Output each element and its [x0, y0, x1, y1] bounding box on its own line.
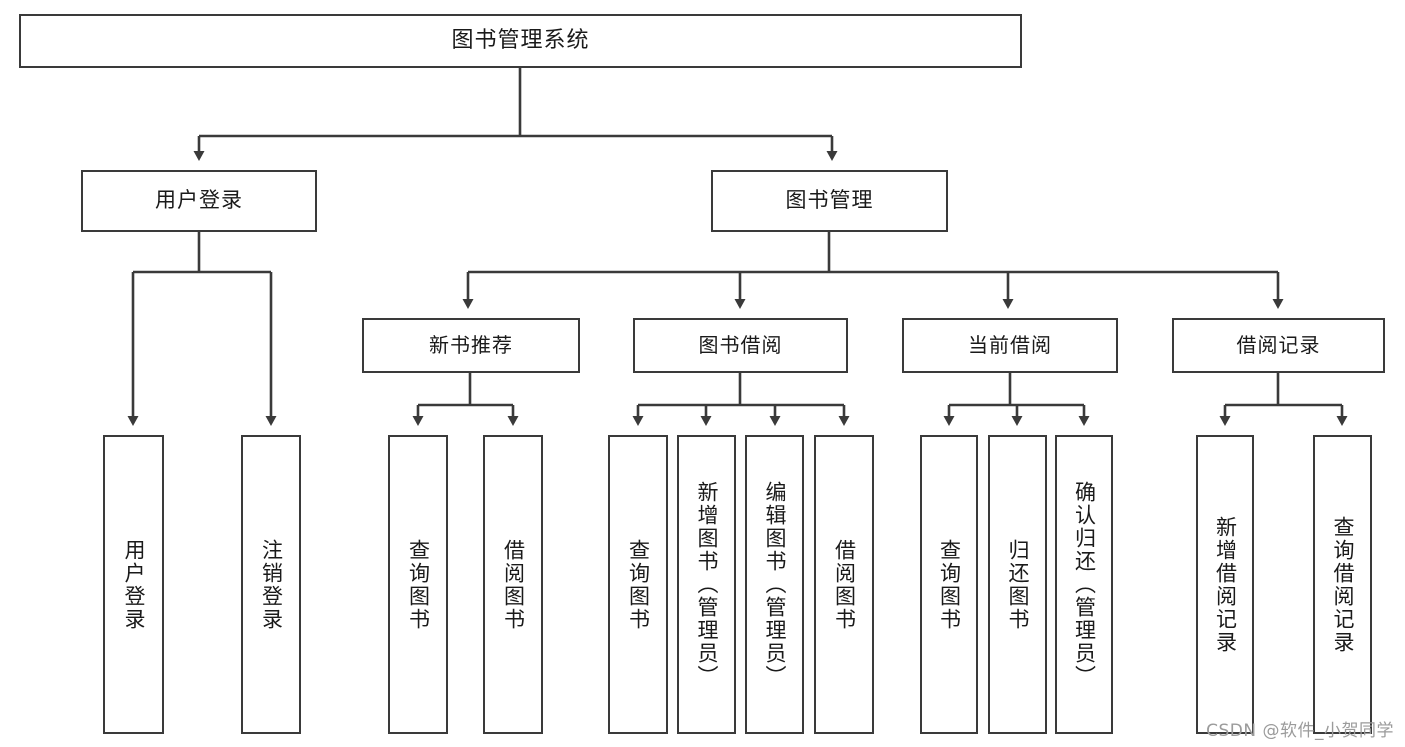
- node-leaf-query-books-borrow-label: 查询图书: [626, 538, 651, 631]
- node-leaf-query-books-current[interactable]: 查询图书: [920, 435, 978, 734]
- node-book-borrow[interactable]: 图书借阅: [633, 318, 848, 373]
- node-root[interactable]: 图书管理系统: [19, 14, 1022, 68]
- node-leaf-borrow-books-new-label: 借阅图书: [501, 538, 526, 631]
- node-leaf-query-books-new-label: 查询图书: [406, 538, 431, 631]
- node-leaf-query-borrow-record-label: 查询借阅记录: [1331, 515, 1355, 654]
- node-leaf-query-borrow-record[interactable]: 查询借阅记录: [1313, 435, 1372, 734]
- node-borrow-records[interactable]: 借阅记录: [1172, 318, 1385, 373]
- node-leaf-user-logout-label: 注销登录: [259, 538, 284, 631]
- node-leaf-add-borrow-record-label: 新增借阅记录: [1213, 515, 1238, 654]
- node-book-management[interactable]: 图书管理: [711, 170, 948, 232]
- node-leaf-borrow-books[interactable]: 借阅图书: [814, 435, 874, 734]
- node-new-book-recommend-label: 新书推荐: [429, 333, 513, 358]
- node-current-borrow[interactable]: 当前借阅: [902, 318, 1118, 373]
- node-root-label: 图书管理系统: [451, 27, 590, 53]
- node-leaf-query-books-borrow[interactable]: 查询图书: [608, 435, 668, 734]
- node-leaf-user-login[interactable]: 用户登录: [103, 435, 164, 734]
- node-current-borrow-label: 当前借阅: [968, 333, 1052, 358]
- node-leaf-add-borrow-record[interactable]: 新增借阅记录: [1196, 435, 1254, 734]
- node-leaf-return-books-label: 归还图书: [1006, 538, 1030, 631]
- node-leaf-confirm-return-admin[interactable]: 确认归还（管理员）: [1055, 435, 1113, 734]
- node-leaf-add-book-admin[interactable]: 新增图书（管理员）: [677, 435, 736, 734]
- node-book-borrow-label: 图书借阅: [698, 333, 783, 358]
- node-leaf-query-books-current-label: 查询图书: [937, 538, 962, 631]
- node-book-management-label: 图书管理: [785, 188, 874, 213]
- node-leaf-user-logout[interactable]: 注销登录: [241, 435, 301, 734]
- node-user-login-label: 用户登录: [155, 188, 243, 213]
- node-user-login[interactable]: 用户登录: [81, 170, 317, 232]
- node-leaf-confirm-return-admin-label: 确认归还（管理员）: [1072, 481, 1097, 688]
- node-leaf-borrow-books-label: 借阅图书: [832, 538, 857, 631]
- node-borrow-records-label: 借阅记录: [1236, 333, 1321, 358]
- node-leaf-user-login-label: 用户登录: [122, 538, 146, 631]
- node-leaf-add-book-admin-label: 新增图书（管理员）: [695, 481, 719, 688]
- node-leaf-return-books[interactable]: 归还图书: [988, 435, 1047, 734]
- node-leaf-query-books-new[interactable]: 查询图书: [388, 435, 448, 734]
- node-leaf-edit-book-admin-label: 编辑图书（管理员）: [763, 481, 787, 688]
- node-leaf-edit-book-admin[interactable]: 编辑图书（管理员）: [745, 435, 804, 734]
- node-new-book-recommend[interactable]: 新书推荐: [362, 318, 580, 373]
- node-leaf-borrow-books-new[interactable]: 借阅图书: [483, 435, 543, 734]
